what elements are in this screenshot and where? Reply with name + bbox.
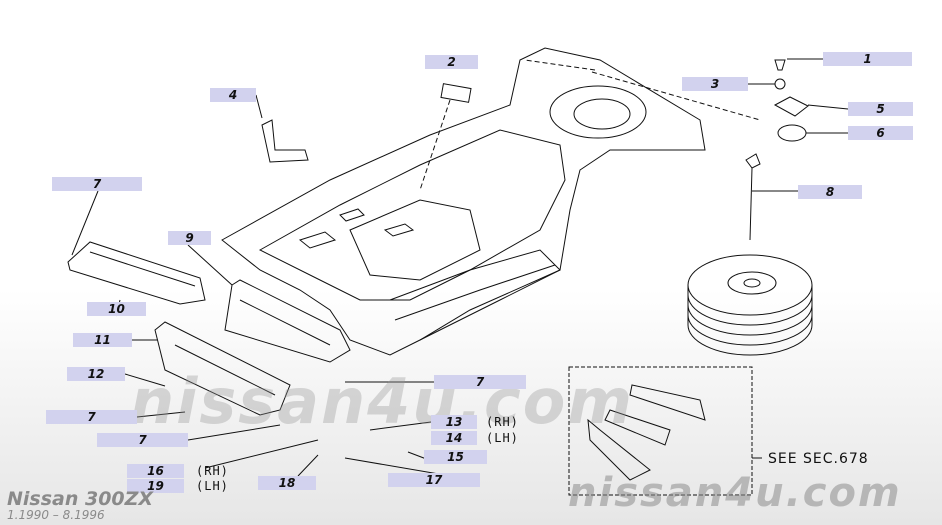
callout-6[interactable]: 6	[848, 126, 913, 140]
callout-11[interactable]: 11	[73, 333, 132, 347]
callout-16[interactable]: 16	[127, 464, 184, 478]
callout-7[interactable]: 7	[52, 177, 142, 191]
callout-7[interactable]: 7	[434, 375, 526, 389]
side-rh: (RH)	[196, 464, 229, 478]
callout-18[interactable]: 18	[258, 476, 316, 490]
model-name: Nissan 300ZX	[7, 488, 154, 510]
spare-tire-bolt	[745, 153, 761, 241]
callout-1[interactable]: 1	[823, 52, 912, 66]
callout-17[interactable]: 17	[388, 473, 480, 487]
callout-2[interactable]: 2	[425, 55, 478, 69]
callout-5[interactable]: 5	[848, 102, 913, 116]
callout-9[interactable]: 9	[168, 231, 211, 245]
leader-lines	[71, 58, 849, 481]
underguard-10	[67, 241, 206, 305]
nut-part	[774, 78, 786, 90]
side-rh: (RH)	[486, 415, 519, 429]
underguard-11	[154, 321, 291, 416]
model-dates: 1.1990 – 8.1996	[7, 508, 105, 522]
callout-13[interactable]: 13	[431, 415, 477, 429]
watermark-bottom: nissan4u.com	[568, 470, 902, 516]
spare-tire	[687, 254, 813, 356]
callout-14[interactable]: 14	[431, 431, 477, 445]
bracket-part	[261, 119, 309, 163]
see-section-note: SEE SEC.678	[768, 451, 869, 467]
callout-3[interactable]: 3	[682, 77, 748, 91]
callout-12[interactable]: 12	[67, 367, 125, 381]
callout-19[interactable]: 19	[127, 479, 184, 493]
inset-parts	[587, 384, 706, 481]
pad-part	[440, 83, 472, 103]
callout-10[interactable]: 10	[87, 302, 146, 316]
fastener-part	[774, 59, 786, 71]
callout-7[interactable]: 7	[46, 410, 137, 424]
inset-box	[568, 366, 753, 496]
callout-8[interactable]: 8	[798, 185, 862, 199]
callout-4[interactable]: 4	[210, 88, 256, 102]
callout-15[interactable]: 15	[424, 450, 487, 464]
ring-part	[777, 124, 807, 142]
underguard-9	[224, 279, 351, 363]
side-lh: (LH)	[196, 479, 229, 493]
callout-7[interactable]: 7	[97, 433, 188, 447]
watermark: nissan4u.com	[130, 365, 634, 438]
floor-pan	[221, 47, 706, 356]
side-lh: (LH)	[486, 431, 519, 445]
mount-part	[773, 96, 809, 117]
